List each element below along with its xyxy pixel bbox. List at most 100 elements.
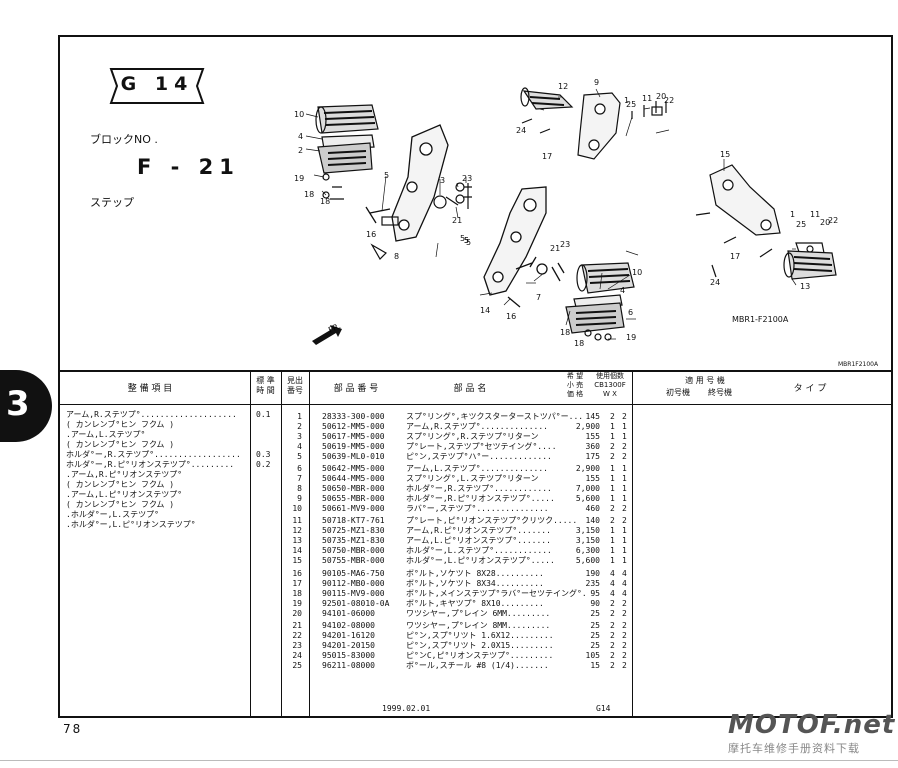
callout: 25 — [626, 100, 636, 109]
qty-w: 1 — [610, 546, 615, 555]
header-last-serial: 終号機 — [708, 388, 732, 397]
part-name: ピ°ン,スプ°リツト 1.6X12......... — [406, 631, 554, 640]
callout: 17 — [730, 252, 740, 261]
qty-x: 1 — [622, 484, 627, 493]
part-name: ボ°ルト,メインステツプ°ラバ°ーセツテイング°. — [406, 589, 587, 598]
qty-w: 1 — [610, 474, 615, 483]
callout: 24 — [516, 126, 526, 135]
part-number: 50642-MM5-000 — [322, 464, 385, 473]
part-name: ピ°ン,ステツプ°ハ°ー............. — [406, 452, 552, 461]
part-number: 50655-MBR-000 — [322, 494, 385, 503]
part-name: ピ°ンC,ピ°リオンステツプ°......... — [406, 651, 554, 660]
footer-code: G14 — [596, 704, 611, 713]
qty-x: 2 — [622, 631, 627, 640]
part-number: 94201-20150 — [322, 641, 375, 650]
group-badge: G 14 — [107, 67, 207, 105]
price: 2,900 — [575, 464, 600, 473]
qty-w: 4 — [610, 569, 615, 578]
price: 175 — [585, 452, 600, 461]
service-item-name: アーム,R.ステツプ°.................... — [66, 410, 237, 419]
col-divider — [281, 370, 282, 716]
qty-x: 1 — [622, 536, 627, 545]
callout: 11 — [642, 94, 652, 103]
qty-x: 2 — [622, 609, 627, 618]
price: 2,900 — [575, 422, 600, 431]
qty-x: 1 — [622, 546, 627, 555]
callout: 22 — [664, 96, 674, 105]
part-name: アーム,R.ステツプ°.............. — [406, 422, 548, 431]
part-name: ボ°ルト,キヤツプ° 8X10......... — [406, 599, 544, 608]
header-part-no: 部 品 番 号 — [333, 384, 379, 394]
ref-number: 24 — [292, 651, 302, 660]
ref-number: 2 — [297, 422, 302, 431]
site-watermark: MOTOF.net 摩托车维修手册资料下载 — [728, 710, 896, 760]
part-name: ホルダ°ー,R.ステツプ°............ — [406, 484, 552, 493]
callout: 11 — [810, 210, 820, 219]
part-name: プ°レート,ピ°リオンステツプ°クリツク..... — [406, 516, 578, 525]
ref-number: 16 — [292, 569, 302, 578]
part-name: ホルダ°ー,R.ピ°リオンステツプ°..... — [406, 494, 555, 503]
part-name: ボ°ルト,ソケツト 8X28.......... — [406, 569, 544, 578]
qty-w: 4 — [610, 589, 615, 598]
price: 360 — [585, 442, 600, 451]
qty-x: 1 — [622, 526, 627, 535]
qty-x: 1 — [622, 556, 627, 565]
qty-w: 1 — [610, 536, 615, 545]
callout: 18 — [320, 197, 330, 206]
callout: 5 — [464, 236, 469, 245]
qty-w: 1 — [610, 422, 615, 431]
chapter-tab: 3 — [0, 370, 52, 442]
price: 15 — [590, 661, 600, 670]
qty-w: 2 — [610, 631, 615, 640]
callout: 8 — [394, 252, 399, 261]
qty-w: 4 — [610, 579, 615, 588]
qty-w: 2 — [610, 609, 615, 618]
callout: 20 — [656, 92, 666, 101]
service-item-name: ( カンレンブ°ヒン フクム ) — [66, 480, 175, 489]
qty-x: 1 — [622, 422, 627, 431]
ref-number: 10 — [292, 504, 302, 513]
callout: 9 — [594, 78, 599, 87]
part-number: 50617-MM5-000 — [322, 432, 385, 441]
diagram-code-small: MBR1F2100A — [838, 361, 879, 368]
service-item-time: 0.1 — [256, 410, 271, 419]
page-number: 78 — [63, 722, 83, 736]
part-name: ボ°ルト,ソケツト 8X34.......... — [406, 579, 544, 588]
part-number: 50639-ML0-010 — [322, 452, 385, 461]
ref-number: 17 — [292, 579, 302, 588]
callout: 23 — [560, 240, 570, 249]
ref-number: 22 — [292, 631, 302, 640]
callout: 4 — [620, 286, 625, 295]
callout: 25 — [796, 220, 806, 229]
watermark-logo: MOTOF.net — [728, 710, 896, 740]
ref-number: 14 — [292, 546, 302, 555]
qty-w: 2 — [610, 651, 615, 660]
price: 460 — [585, 504, 600, 513]
part-number: 50725-MZ1-830 — [322, 526, 385, 535]
parts-illustration: FR. 10 — [294, 78, 879, 368]
callout: 16 — [366, 230, 376, 239]
qty-w: 1 — [610, 464, 615, 473]
price: 6,300 — [575, 546, 600, 555]
ref-number: 21 — [292, 621, 302, 630]
header-applicable: 適 用 号 機 — [685, 376, 725, 385]
ref-number: 18 — [292, 589, 302, 598]
price: 95 — [590, 589, 600, 598]
part-name: スプ°リング°,R.ステツプ°リターン — [406, 432, 539, 441]
part-number: 50650-MBR-000 — [322, 484, 385, 493]
holder-r-step — [365, 124, 449, 242]
front-direction-arrow: FR. — [312, 321, 342, 345]
ref-number: 6 — [297, 464, 302, 473]
ref-number: 11 — [292, 516, 302, 525]
header-divider — [60, 404, 891, 405]
callout: 1 — [624, 96, 629, 105]
service-item-time: 0.3 — [256, 450, 271, 459]
price: 145 — [585, 412, 600, 421]
callout: 2 — [298, 146, 303, 155]
part-name: ボ°ール,スチール #8 (1/4)....... — [406, 661, 549, 670]
callout: 15 — [720, 150, 730, 159]
catalog-page-frame: G 14 ブロックNO . F - 21 ステップ — [58, 35, 893, 718]
callout: 5 — [460, 234, 465, 243]
callout: 19 — [294, 174, 304, 183]
callout: 14 — [480, 306, 490, 315]
